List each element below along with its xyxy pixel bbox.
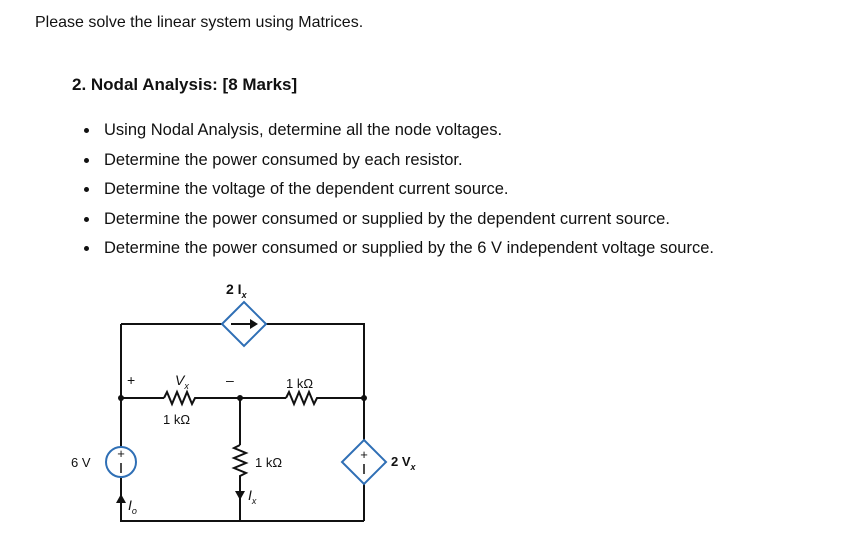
dep-current-label: 2 Ix: [226, 281, 248, 300]
node-left: [118, 395, 124, 401]
current-arrow-io-icon: [116, 494, 126, 503]
task-text: Determine the power consumed or supplied…: [104, 239, 714, 257]
wire-left-bottom: [120, 477, 364, 522]
io-label: Io: [128, 497, 137, 516]
resistor-right: [285, 389, 320, 407]
bullet-icon: [84, 128, 89, 133]
svg-text:+: +: [117, 446, 125, 461]
task-text: Determine the power consumed or supplied…: [104, 209, 670, 228]
resistor-vx: [163, 389, 198, 407]
resistor-vx-label: 1 kΩ: [163, 412, 190, 427]
bullet-icon: [84, 157, 89, 163]
intro-text: Please solve the linear system using Mat…: [35, 14, 364, 31]
wire-top-right: [266, 323, 365, 398]
dep-voltage-label: 2 Vx: [391, 454, 417, 472]
current-arrow-ix-icon: [235, 491, 245, 500]
dependent-voltage-source-icon: +: [340, 438, 388, 486]
vx-minus: –: [226, 372, 234, 388]
task-text: Determine the power consumed by each res…: [104, 150, 463, 169]
ix-label: Ix: [248, 487, 257, 506]
list-item: Determine the power consumed or supplied…: [84, 206, 714, 236]
task-text: Determine the voltage of the dependent c…: [104, 180, 509, 198]
voltage-source-icon: +: [105, 446, 137, 478]
resistor-right-label: 1 kΩ: [286, 376, 313, 391]
resistor-center: [231, 444, 249, 479]
list-item: Determine the voltage of the dependent c…: [84, 176, 714, 206]
list-item: Using Nodal Analysis, determine all the …: [84, 117, 714, 147]
task-text: Using Nodal Analysis, determine all the …: [104, 121, 503, 139]
list-item: Determine the power consumed or supplied…: [84, 235, 714, 265]
dependent-current-source-icon: [220, 300, 268, 348]
vx-plus: +: [127, 372, 135, 388]
node-center: [237, 395, 243, 401]
bullet-icon: [84, 216, 89, 222]
resistor-center-label: 1 kΩ: [255, 455, 282, 470]
source-label: 6 V: [71, 455, 91, 470]
question-heading: 2. Nodal Analysis: [8 Marks]: [72, 75, 298, 94]
node-right: [361, 395, 367, 401]
bullet-icon: [84, 246, 89, 251]
task-list: Using Nodal Analysis, determine all the …: [84, 117, 714, 265]
svg-text:+: +: [360, 447, 368, 462]
list-item: Determine the power consumed by each res…: [84, 147, 714, 177]
bullet-icon: [84, 187, 89, 192]
vx-label: Vx: [175, 372, 189, 391]
